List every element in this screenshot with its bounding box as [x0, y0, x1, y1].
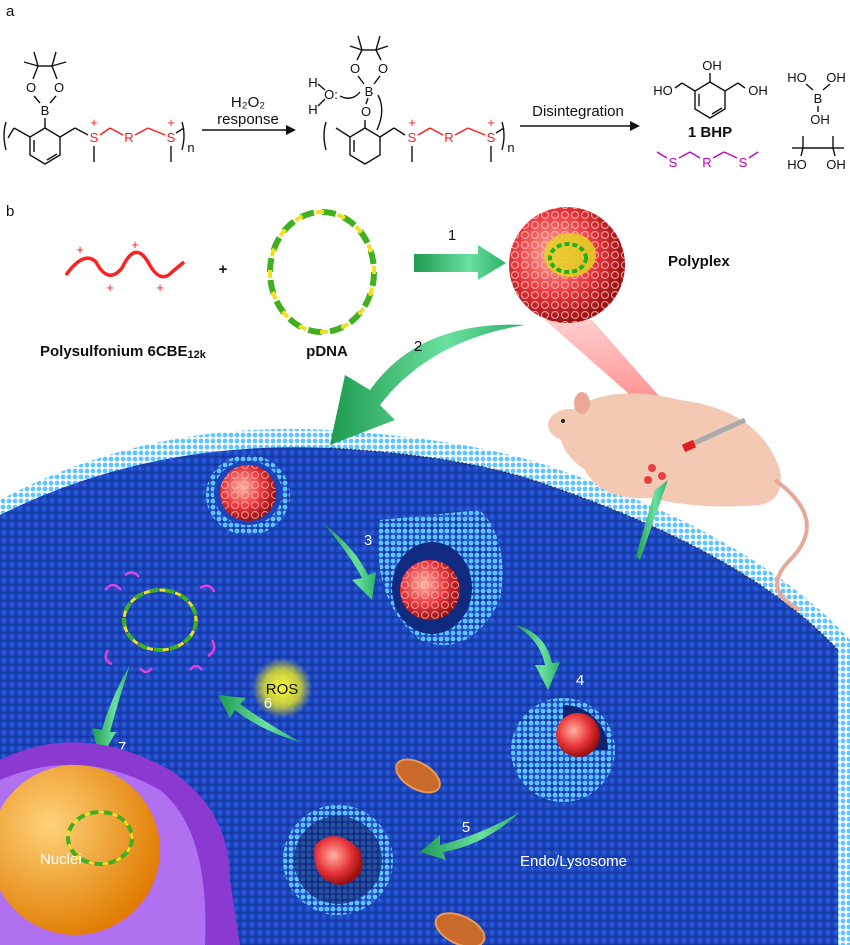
atom-hydroxyl: HO — [653, 83, 673, 98]
charge-plus: + — [131, 237, 139, 252]
step-2-label: 2 — [414, 338, 422, 355]
polymer-structure: B O O S + R S + n — [3, 51, 195, 165]
atom-oxygen-lonepair: O: — [324, 87, 338, 102]
endo-lysosome-label: Endo/Lysosome — [520, 853, 627, 870]
plus-sign: + — [219, 261, 228, 278]
intermediate-structure: O B O O H O: H S + R S + n — [308, 35, 515, 165]
panel-a-label: a — [6, 3, 15, 20]
atom-oxygen: O — [378, 61, 388, 76]
reagent-response: response — [217, 111, 279, 128]
atom-sulfonium: S — [487, 130, 496, 145]
atom-hydroxyl: HO — [787, 157, 807, 172]
disrupted-endosome — [283, 805, 393, 915]
ros-label: ROS — [266, 681, 299, 698]
arrowhead — [630, 121, 640, 131]
reagent-h2o2: H₂O₂ — [231, 94, 265, 111]
step-4-label: 4 — [576, 672, 584, 689]
atom-r-group: R — [124, 130, 133, 145]
atom-oxygen: O — [361, 104, 371, 119]
atom-hydroxyl: OH — [826, 157, 846, 172]
pdna-label: pDNA — [306, 343, 348, 360]
step-5-label: 5 — [462, 819, 470, 836]
charge-plus: + — [90, 115, 98, 130]
step-1-arrow — [414, 245, 506, 280]
atom-oxygen: O — [54, 80, 64, 95]
syringe-icon — [688, 417, 747, 448]
atom-sulfur: S — [669, 155, 678, 170]
products: OH HO OH 1 BHP S R S HO OH B OH HO OH — [653, 58, 846, 172]
released-pdna — [104, 571, 216, 674]
atom-r-group: R — [444, 130, 453, 145]
step-3-arrow — [325, 525, 376, 600]
panel-b-label: b — [6, 203, 14, 220]
step-4-arrow — [515, 625, 560, 690]
atom-oxygen: O — [350, 61, 360, 76]
mitochondrion — [434, 912, 486, 945]
atom-sulfur: S — [739, 155, 748, 170]
nuclei-label: Nuclei — [40, 851, 82, 868]
atom-oxygen: O — [26, 80, 36, 95]
atom-hydrogen: H — [308, 102, 317, 117]
atom-sulfonium: S — [408, 130, 417, 145]
atom-boron: B — [41, 103, 50, 118]
atom-hydroxyl: OH — [826, 70, 846, 85]
atom-hydroxyl: OH — [748, 83, 768, 98]
endo-lysosome — [511, 698, 615, 802]
charge-plus: + — [487, 115, 495, 130]
atom-sulfonium: S — [167, 130, 176, 145]
mitochondrion — [395, 758, 441, 794]
step-6-arrow — [218, 695, 300, 742]
pdna-plasmid — [267, 209, 377, 335]
nucleus — [0, 742, 240, 945]
atom-r-group: R — [702, 155, 711, 170]
step-5-arrow — [420, 812, 520, 860]
polyplex — [509, 207, 625, 323]
product-bhp-label: 1 BHP — [688, 124, 732, 141]
atom-hydroxyl: OH — [810, 112, 830, 127]
step-1-label: 1 — [448, 227, 456, 244]
arrowhead — [286, 125, 296, 135]
disintegration-label: Disintegration — [532, 103, 624, 120]
charge-plus: + — [167, 115, 175, 130]
atom-hydrogen: H — [308, 75, 317, 90]
ros-glow — [252, 658, 312, 718]
atom-boron: B — [365, 84, 374, 99]
charge-plus: + — [106, 280, 114, 295]
repeat-n: n — [187, 140, 194, 155]
injection-arrow — [636, 480, 668, 560]
step-6-label: 6 — [264, 695, 272, 712]
repeat-n: n — [507, 140, 514, 155]
step-7-label: 7 — [118, 739, 126, 756]
atom-boron: B — [814, 91, 823, 106]
step-3-label: 3 — [364, 532, 372, 549]
step-2-arrow — [330, 324, 525, 445]
charge-plus: + — [408, 115, 416, 130]
atom-hydroxyl: HO — [787, 70, 807, 85]
polyplex-label: Polyplex — [668, 253, 730, 270]
charge-plus: + — [156, 280, 164, 295]
atom-sulfonium: S — [90, 130, 99, 145]
step-7-arrow — [92, 665, 130, 760]
charge-plus: + — [76, 242, 84, 257]
atom-hydroxyl: OH — [702, 58, 722, 73]
polymer-label: Polysulfonium 6CBE12k — [40, 343, 207, 361]
polysulfonium-chain — [64, 250, 186, 279]
mouse-illustration — [548, 392, 809, 612]
